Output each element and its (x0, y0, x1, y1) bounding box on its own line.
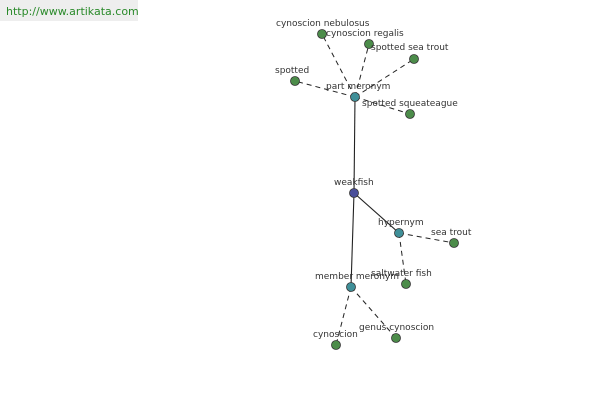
leaf-genus-cynoscion-node[interactable] (391, 333, 401, 343)
edge-part-meronym-spotted-sea-trout (354, 58, 415, 98)
edge-weakfish-hypernym (353, 192, 400, 234)
leaf-cynoscion-nebulosus-label[interactable]: cynoscion nebulosus (276, 19, 370, 29)
relation-hypernym-node[interactable] (394, 228, 404, 238)
relation-hypernym-label[interactable]: hypernym (378, 218, 424, 228)
edge-part-meronym-cynoscion-regalis (354, 43, 370, 98)
leaf-cynoscion-regalis-node[interactable] (364, 39, 374, 49)
url-banner: http://www.artikata.com (0, 0, 139, 21)
edge-part-meronym-spotted (294, 80, 356, 98)
root-weakfish-label[interactable]: weakfish (334, 178, 374, 188)
edge-part-meronym-cynoscion-nebulosus (321, 33, 356, 98)
relation-part-meronym-label[interactable]: part meronym (326, 82, 390, 92)
relation-part-meronym-node[interactable] (350, 92, 360, 102)
relation-member-meronym-label[interactable]: member meronym (315, 272, 399, 282)
leaf-spotted-squeateague-label[interactable]: spotted squeateague (362, 99, 458, 109)
relation-member-meronym-node[interactable] (346, 282, 356, 292)
leaf-spotted-node[interactable] (290, 76, 300, 86)
edge-hypernym-sea-trout (398, 232, 455, 244)
edge-weakfish-part-meronym (353, 96, 356, 194)
root-weakfish-node[interactable] (349, 188, 359, 198)
edge-member-meronym-genus-cynoscion (350, 286, 397, 339)
leaf-cynoscion-node[interactable] (331, 340, 341, 350)
leaf-spotted-label[interactable]: spotted (275, 66, 309, 76)
leaf-genus-cynoscion-label[interactable]: genus cynoscion (359, 323, 434, 333)
leaf-cynoscion-regalis-label[interactable]: cynoscion regalis (326, 29, 404, 39)
leaf-sea-trout-label[interactable]: sea trout (431, 228, 472, 238)
leaf-spotted-sea-trout-node[interactable] (409, 54, 419, 64)
edge-part-meronym-spotted-squeateague (354, 96, 411, 115)
leaf-spotted-sea-trout-label[interactable]: spotted sea trout (371, 43, 449, 53)
leaf-cynoscion-nebulosus-node[interactable] (317, 29, 327, 39)
edge-weakfish-member-meronym (350, 192, 355, 288)
leaf-spotted-squeateague-node[interactable] (405, 109, 415, 119)
leaf-saltwater-fish-label[interactable]: saltwater fish (371, 269, 432, 279)
leaf-saltwater-fish-node[interactable] (401, 279, 411, 289)
leaf-sea-trout-node[interactable] (449, 238, 459, 248)
url-text[interactable]: http://www.artikata.com (6, 5, 139, 18)
leaf-cynoscion-label[interactable]: cynoscion (313, 330, 358, 340)
edge-member-meronym-cynoscion (335, 286, 352, 346)
